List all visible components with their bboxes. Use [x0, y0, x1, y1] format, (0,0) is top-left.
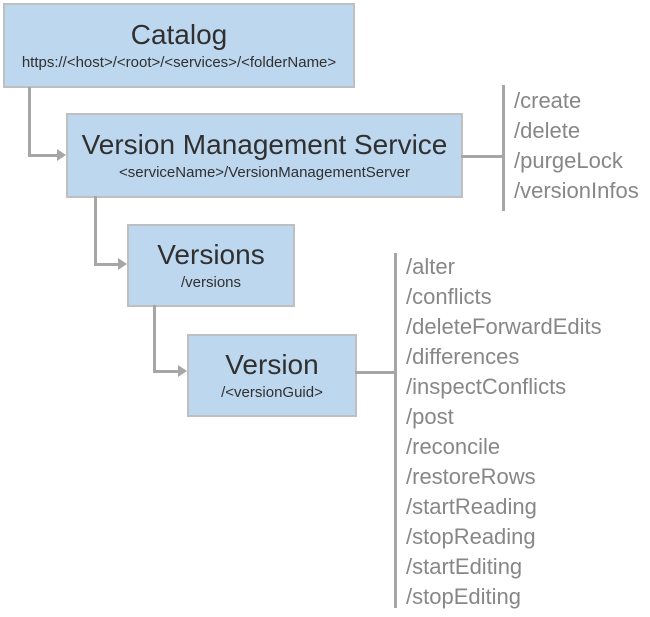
node-vms-subtitle: <serviceName>/VersionManagementServer: [119, 163, 410, 181]
operation-item: /versionInfos: [514, 178, 639, 203]
operation-item: /deleteForwardEdits: [406, 314, 602, 339]
node-versions: Versions /versions: [127, 224, 295, 307]
node-version-management-service: Version Management Service <serviceName>…: [66, 113, 463, 198]
operation-item: /create: [514, 88, 582, 113]
connector-catalog-vms-vertical: [28, 87, 31, 157]
operation-item: /stopReading: [406, 524, 536, 549]
operation-item: /delete: [514, 118, 581, 143]
operation-item: /conflicts: [406, 284, 492, 309]
operation-item: /startReading: [406, 494, 537, 519]
connector-versions-version-horizontal: [153, 370, 178, 373]
operation-item: /purgeLock: [514, 148, 623, 173]
operation-item: /inspectConflicts: [406, 374, 567, 399]
operation-item: /stopEditing: [406, 584, 521, 609]
node-version: Version /<versionGuid>: [187, 334, 357, 417]
connector-vms-versions-horizontal: [94, 263, 118, 266]
node-versions-subtitle: /versions: [180, 273, 242, 291]
arrowhead-vms-versions-icon: [118, 258, 127, 270]
arrowhead-versions-version-icon: [178, 365, 187, 377]
connector-version-operations: [355, 371, 394, 374]
vms-operations-list: /create /delete /purgeLock /versionInfos: [514, 86, 639, 206]
operation-item: /post: [406, 404, 454, 429]
operation-item: /startEditing: [406, 554, 523, 579]
operation-item: /differences: [406, 344, 520, 369]
node-version-subtitle: /<versionGuid>: [221, 383, 323, 401]
connector-vms-versions-vertical: [94, 196, 97, 266]
connector-vms-operations: [461, 155, 502, 158]
version-operations-list: /alter /conflicts /deleteForwardEdits /d…: [406, 252, 602, 612]
operation-item: /alter: [406, 254, 455, 279]
operation-item: /restoreRows: [406, 464, 536, 489]
node-catalog-subtitle: https://<host>/<root>/<services>/<folder…: [21, 53, 337, 71]
node-version-title: Version: [225, 349, 319, 381]
node-vms-title: Version Management Service: [81, 129, 448, 161]
node-catalog: Catalog https://<host>/<root>/<services>…: [3, 3, 355, 88]
node-catalog-title: Catalog: [130, 19, 228, 51]
arrowhead-catalog-vms-icon: [57, 149, 66, 161]
version-operations-divider: [394, 253, 397, 608]
operation-item: /reconcile: [406, 434, 501, 459]
connector-versions-version-vertical: [153, 305, 156, 373]
node-versions-title: Versions: [157, 239, 265, 271]
vms-operations-divider: [502, 85, 505, 211]
connector-catalog-vms-horizontal: [28, 154, 57, 157]
